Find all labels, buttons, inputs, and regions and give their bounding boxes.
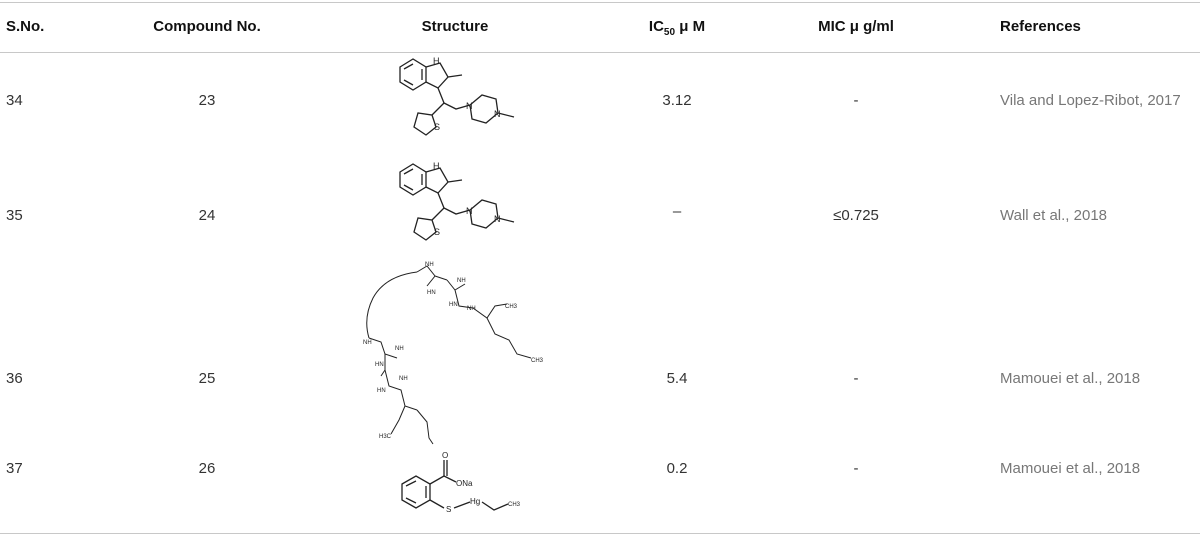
table-row-37-sno: 37 <box>6 460 23 477</box>
table-row-36-reference: Mamouei et al., 2018 <box>1000 370 1141 387</box>
structure-25-hn-d-label: HN <box>377 388 386 394</box>
table-row-35-compound: 24 <box>198 207 216 224</box>
table-row-35-reference: Wall et al., 2018 <box>1000 207 1107 224</box>
table-row-34-sno: 34 <box>6 92 23 109</box>
table-row-35-sno: 35 <box>6 207 23 224</box>
table-row-34-mic: - <box>853 92 859 109</box>
header-ic50-unit: μ M <box>675 18 706 35</box>
table-row-37-mic: - <box>853 460 859 477</box>
table-row-34-compound: 23 <box>198 92 216 109</box>
table-row-36-ic50: 5.4 <box>666 370 688 387</box>
header-mic: MIC μ g/ml <box>818 18 894 35</box>
structure-25-nh-b-label: NH <box>467 306 476 312</box>
structure-25-hn-b-label: HN <box>449 302 458 308</box>
structure-23-n2-label: N <box>494 109 501 119</box>
header-ic50-main: IC <box>648 18 664 35</box>
structure-25-h3c-label: H3C <box>379 434 392 440</box>
header-compound-no: Compound No. <box>153 18 261 35</box>
structure-26-o-label: O <box>442 451 448 460</box>
structure-26-hg-label: Hg <box>470 497 480 506</box>
structure-25-nh-d-label: NH <box>399 376 408 382</box>
table-row-34-ic50: 3.12 <box>662 92 692 109</box>
structure-compound-23: H N N S <box>399 56 515 136</box>
structure-25-ch3-right-label: CH3 <box>531 358 544 364</box>
table-row-36-compound: 25 <box>198 370 216 387</box>
structure-24-s-label: S <box>434 227 440 237</box>
structure-24-nh-label: H <box>433 161 440 171</box>
structure-25-hn-c-label: HN <box>375 362 384 368</box>
table-row-36-mic: - <box>853 370 859 387</box>
structure-25-nh-a-label: NH <box>457 278 466 284</box>
header-ic50-sub: 50 <box>663 27 676 38</box>
header-structure: Structure <box>421 18 489 35</box>
structure-24-n1-label: N <box>466 206 473 216</box>
table-row-35-mic: ≤0.725 <box>833 207 879 224</box>
structure-26-ona-label: ONa <box>456 479 473 488</box>
structure-24-n2-label: N <box>494 214 501 224</box>
table-row-35-ic50: – <box>672 203 682 220</box>
structure-26-s-label: S <box>446 505 451 514</box>
structure-compound-25: NH NH HN HN NH CH3 CH3 NH NH HN NH HN H3… <box>363 262 544 445</box>
structure-25-hn-a-label: HN <box>427 290 436 296</box>
structure-25-nh-top-label: NH <box>425 262 434 268</box>
structure-23-n1-label: N <box>466 101 473 111</box>
table-row-37-ic50: 0.2 <box>666 460 688 477</box>
table-row-34-reference: Vila and Lopez-Ribot, 2017 <box>1000 92 1181 109</box>
table-row-37-reference: Mamouei et al., 2018 <box>1000 460 1141 477</box>
structure-25-nh-left-label: NH <box>363 340 372 346</box>
table-row-36-sno: 36 <box>6 370 23 387</box>
header-references: References <box>1000 18 1081 35</box>
structure-25-nh-c-label: NH <box>395 346 404 352</box>
structure-compound-24: H N N S <box>399 161 515 241</box>
table-row-37-compound: 26 <box>198 460 216 477</box>
table-top-rule <box>0 2 1200 3</box>
table-bottom-rule <box>0 533 1200 534</box>
structure-23-s-label: S <box>434 122 440 132</box>
structure-26-ch3-label: CH3 <box>508 502 521 508</box>
header-bottom-rule <box>0 52 1200 53</box>
header-ic50: IC50 μ M <box>649 18 705 38</box>
structure-compound-26: O ONa S Hg CH3 <box>401 451 521 514</box>
header-sno: S.No. <box>6 18 45 35</box>
structure-23-nh-label: H <box>433 56 440 66</box>
structure-25-ch3-top-label: CH3 <box>505 304 518 310</box>
